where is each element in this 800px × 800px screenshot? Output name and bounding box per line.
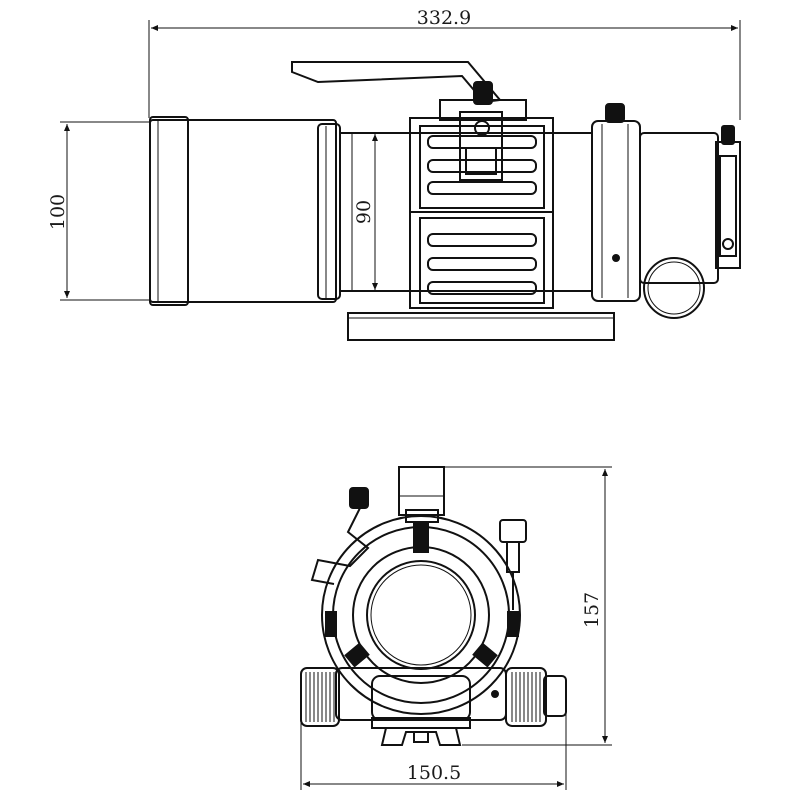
- left-knob: [349, 487, 369, 509]
- ring-screw-right: [507, 611, 519, 637]
- carry-handle: [291, 61, 502, 104]
- knurl-right: [511, 672, 541, 722]
- drawtube-lock-screw: [722, 238, 734, 250]
- objective-lens: [366, 560, 476, 670]
- focuser-center-block: [371, 675, 471, 721]
- bracket-slot-5: [427, 257, 537, 271]
- handle-screw-icon: [474, 120, 490, 136]
- handle-clamp-inner: [465, 147, 497, 175]
- eyepiece-lock-knob: [721, 125, 735, 145]
- fine-focus-knob: [543, 675, 567, 717]
- knurl-left: [305, 672, 335, 722]
- focus-knob-right: [505, 667, 547, 727]
- right-knob: [499, 519, 527, 543]
- drawtube-end-inner: [719, 155, 737, 257]
- focuser-indicator-dot: [491, 690, 499, 698]
- left-bracket-arm: [310, 507, 370, 585]
- dim-label-90: 90: [353, 200, 375, 224]
- ring-screw-low-left: [344, 642, 370, 668]
- tube-ring-inner: [352, 546, 490, 684]
- top-handle-block: [398, 466, 445, 516]
- dim-label-100: 100: [47, 194, 69, 230]
- bracket-slot-6: [427, 281, 537, 295]
- side-view: [60, 20, 741, 341]
- dim-label-150: 150.5: [407, 762, 461, 784]
- dovetail-foot: [371, 717, 471, 729]
- handle-knob: [473, 81, 493, 105]
- bracket-slot-4: [427, 233, 537, 247]
- dim-label-overall-length: 332.9: [417, 7, 471, 29]
- ring-screw-low-right: [472, 642, 498, 668]
- bracket-lower-frame: [419, 217, 545, 304]
- top-clamp-screw: [413, 521, 429, 553]
- bracket-slot-2: [427, 159, 537, 173]
- focus-knob-inner: [647, 261, 701, 315]
- focuser-tension-knob: [605, 103, 625, 123]
- bracket-slot-3: [427, 181, 537, 195]
- focuser-body: [591, 120, 641, 302]
- objective-cell: [370, 564, 472, 666]
- focus-knob: [643, 257, 705, 319]
- bracket-slot-1: [427, 135, 537, 149]
- ring-screw-left: [325, 611, 337, 637]
- dovetail-plate: [347, 312, 615, 341]
- front-view: [300, 466, 612, 790]
- dew-shield-front-ring: [149, 116, 189, 306]
- drawtube: [639, 132, 719, 284]
- dovetail-screw: [413, 731, 429, 743]
- dew-shield: [149, 119, 337, 303]
- dim-label-157: 157: [581, 592, 603, 628]
- handle-clamp: [459, 111, 503, 181]
- bracket-upper-frame: [419, 125, 545, 209]
- focuser-dot-icon: [612, 254, 620, 262]
- focus-knob-left: [300, 667, 340, 727]
